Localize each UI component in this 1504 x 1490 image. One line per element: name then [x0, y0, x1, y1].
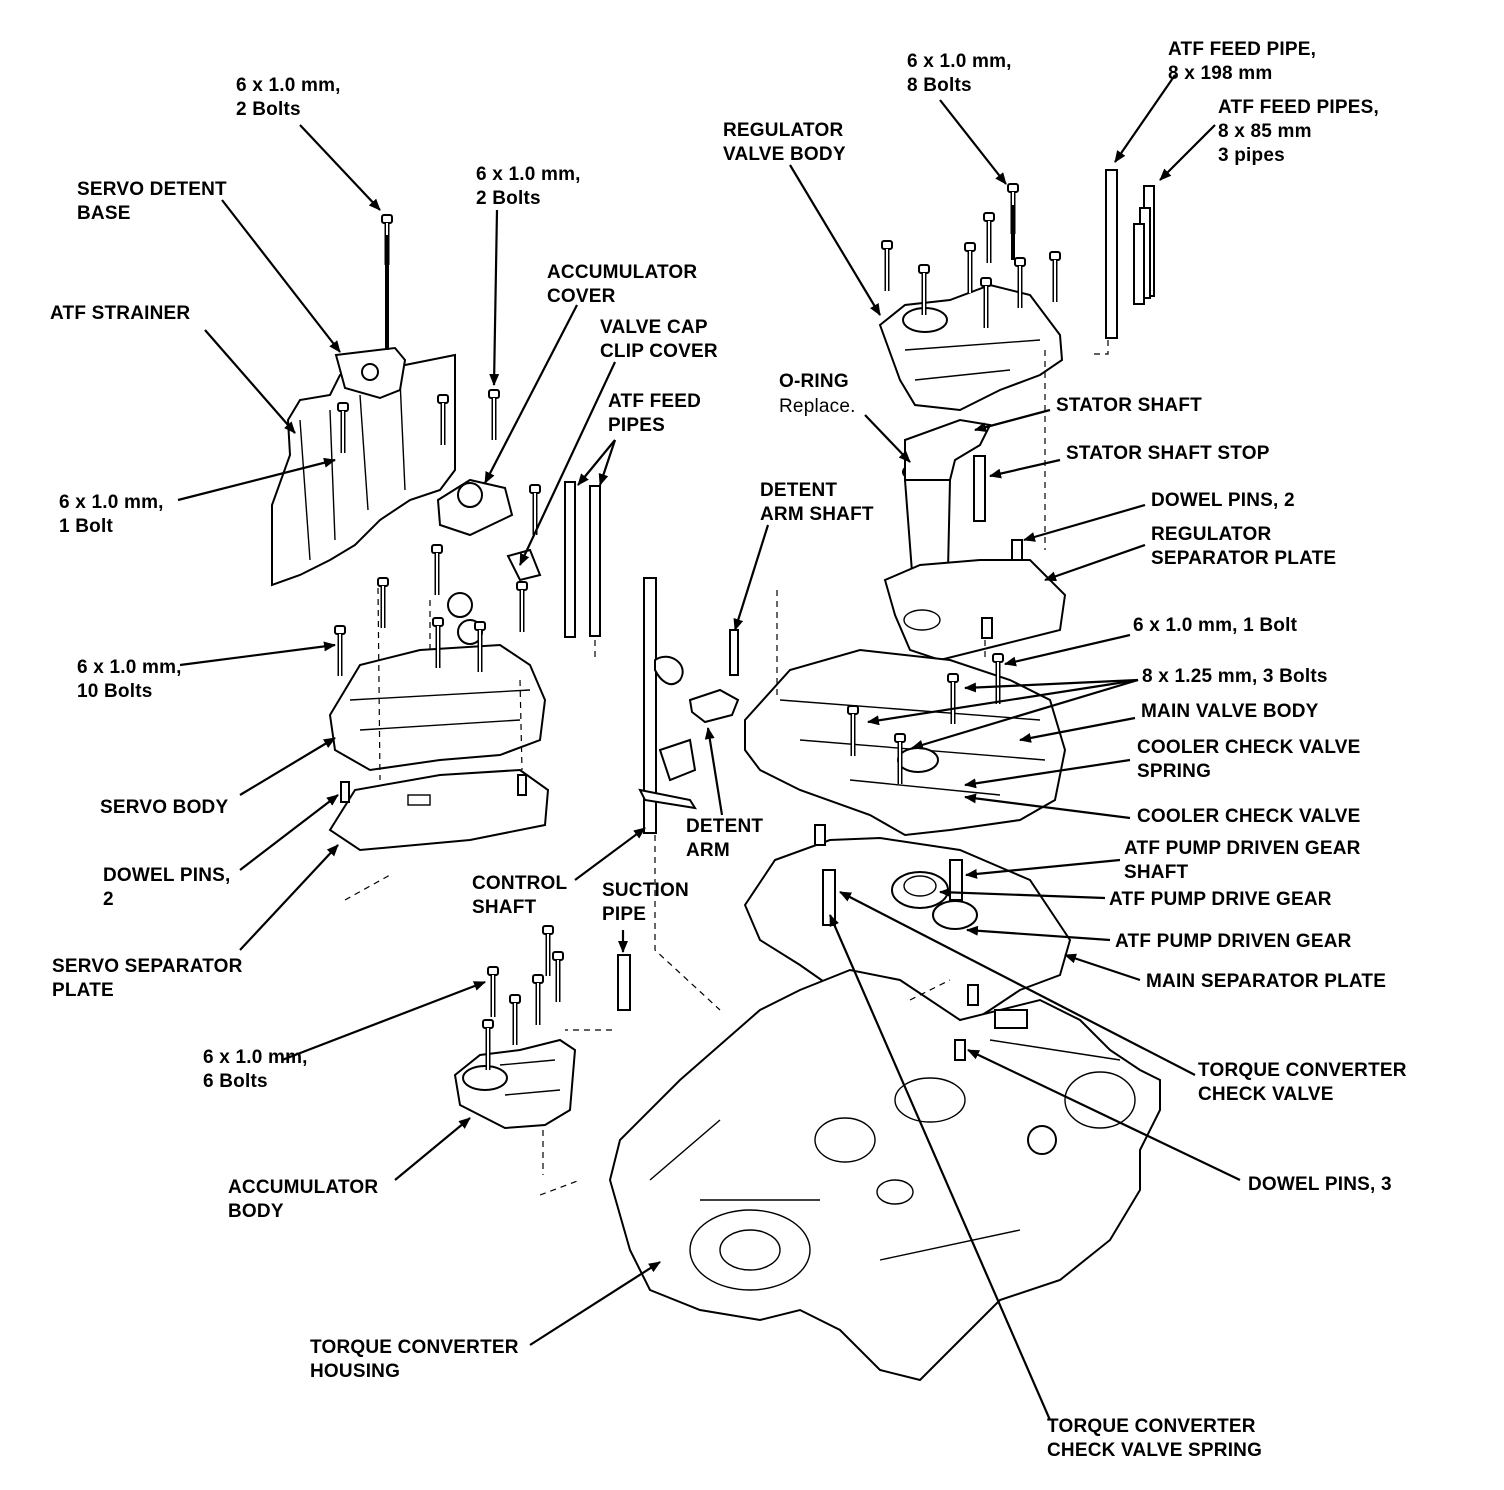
label-atf-pump-driven-gear-shaft: ATF PUMP DRIVEN GEAR SHAFT — [1124, 838, 1361, 883]
label-torque-converter-check-valve-spring: TORQUE CONVERTER CHECK VALVE SPRING — [1047, 1416, 1263, 1461]
label-bolts-accumulator-cover: 6 x 1.0 mm, 2 Bolts — [476, 164, 581, 209]
bolt-icon — [335, 626, 345, 676]
label-atf-pump-driven-gear: ATF PUMP DRIVEN GEAR — [1115, 931, 1352, 952]
atf-pump-driven-gear-shaft — [949, 859, 963, 901]
label-regulator-valve-body: REGULATOR VALVE BODY — [723, 120, 846, 165]
label-main-separator-plate: MAIN SEPARATOR PLATE — [1146, 971, 1387, 992]
accumulator-body — [453, 1038, 577, 1130]
label-main-valve-body: MAIN VALVE BODY — [1141, 701, 1319, 722]
label-accumulator-cover: ACCUMULATOR COVER — [547, 262, 698, 307]
label-o-ring-note: Replace. — [779, 396, 856, 417]
label-bolts-top-left: 6 x 1.0 mm, 2 Bolts — [236, 75, 341, 120]
label-bolts-8: 6 x 1.0 mm, 8 Bolts — [907, 51, 1012, 96]
stator-shaft-stop — [973, 455, 986, 522]
label-atf-feed-pipe-198: ATF FEED PIPE, 8 x 198 mm — [1168, 39, 1317, 84]
label-dowel-pins-2-left: DOWEL PINS, 2 — [103, 865, 231, 910]
label-bolts-10: 6 x 1.0 mm, 10 Bolts — [77, 657, 182, 702]
bolt-icon — [984, 213, 994, 263]
detent-arm — [688, 629, 740, 724]
stator-shaft — [903, 418, 992, 574]
label-stator-shaft-stop: STATOR SHAFT STOP — [1066, 443, 1270, 464]
label-atf-strainer: ATF STRAINER — [50, 303, 191, 324]
label-control-shaft: CONTROL SHAFT — [472, 873, 568, 918]
label-bolt-1-right: 6 x 1.0 mm, 1 Bolt — [1133, 615, 1298, 636]
control-shaft — [638, 577, 698, 834]
label-atf-feed-pipes-left: ATF FEED PIPES — [608, 391, 702, 436]
label-cooler-check-valve-spring: COOLER CHECK VALVE SPRING — [1137, 737, 1361, 782]
bolt-icon — [378, 578, 388, 628]
bolt-icon — [882, 241, 892, 291]
bolt-icon — [432, 545, 442, 595]
label-torque-converter-housing: TORQUE CONVERTER HOUSING — [310, 1337, 519, 1382]
label-regulator-separator-plate: REGULATOR SEPARATOR PLATE — [1151, 524, 1337, 569]
atf-pump-drive-gear — [891, 871, 949, 909]
bolt-icon — [533, 975, 543, 1025]
atf-feed-pipes-left — [564, 481, 601, 638]
label-atf-pump-drive-gear: ATF PUMP DRIVE GEAR — [1109, 889, 1332, 910]
label-o-ring: O-RING — [779, 371, 849, 392]
bolt-icon — [517, 582, 527, 632]
label-suction-pipe: SUCTION PIPE — [602, 880, 689, 925]
label-bolts-3: 8 x 1.25 mm, 3 Bolts — [1142, 666, 1328, 687]
label-servo-detent-base: SERVO DETENT BASE — [77, 179, 227, 224]
label-atf-feed-pipes-85: ATF FEED PIPES, 8 x 85 mm 3 pipes — [1218, 97, 1380, 166]
label-cooler-check-valve: COOLER CHECK VALVE — [1137, 806, 1361, 827]
bolt-icon — [488, 967, 498, 1017]
regulator-valve-body — [878, 283, 1064, 412]
label-dowel-pins-3: DOWEL PINS, 3 — [1248, 1174, 1392, 1195]
label-detent-arm: DETENT ARM — [686, 816, 764, 861]
torque-converter-check-valve — [822, 869, 836, 926]
suction-pipe — [617, 954, 631, 1011]
bolt-icon — [553, 952, 563, 1002]
atf-pump-driven-gear — [932, 900, 978, 930]
label-bolt-1-left: 6 x 1.0 mm, 1 Bolt — [59, 492, 164, 537]
label-accumulator-body: ACCUMULATOR BODY — [228, 1177, 379, 1222]
main-valve-body — [744, 648, 1067, 837]
accumulator-cover — [436, 478, 514, 537]
bolt-icon — [489, 390, 499, 440]
bolt-icon — [510, 995, 520, 1045]
atf-feed-pipes-right — [1105, 169, 1155, 339]
label-servo-separator-plate: SERVO SEPARATOR PLATE — [52, 956, 243, 1001]
label-detent-arm-shaft: DETENT ARM SHAFT — [760, 480, 874, 525]
bolt-icon — [543, 926, 553, 976]
bolt-icon — [965, 243, 975, 293]
label-torque-converter-check-valve: TORQUE CONVERTER CHECK VALVE — [1198, 1060, 1407, 1105]
servo-detent-base — [334, 346, 407, 400]
regulator-separator-plate — [883, 539, 1067, 662]
leader-lines — [177, 74, 1241, 1421]
torque-converter-housing — [608, 968, 1161, 1382]
label-servo-body: SERVO BODY — [100, 797, 229, 818]
label-valve-cap-clip-cover: VALVE CAP CLIP COVER — [600, 317, 718, 362]
servo-separator-plate — [328, 768, 550, 852]
label-stator-shaft: STATOR SHAFT — [1056, 395, 1202, 416]
bolt-icon — [1050, 252, 1060, 302]
label-bolts-6: 6 x 1.0 mm, 6 Bolts — [203, 1047, 308, 1092]
label-dowel-pins-2-right: DOWEL PINS, 2 — [1151, 490, 1295, 511]
